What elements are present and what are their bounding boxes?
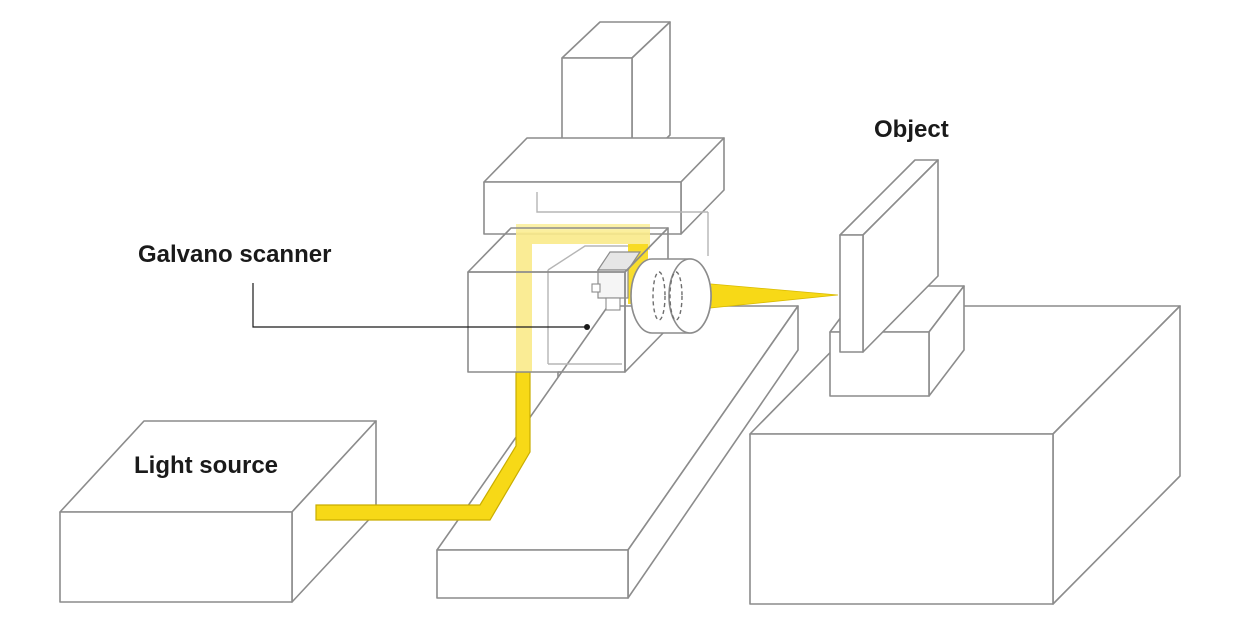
object-plate <box>839 159 939 353</box>
galvano-scanner-leader-line <box>252 283 585 328</box>
galvano-scanner-housing <box>467 192 709 373</box>
crossbar <box>483 137 725 235</box>
scanner-mirror-face <box>597 269 629 299</box>
light-source-box <box>59 420 377 603</box>
galvano-scanner-leader-dot <box>584 324 590 330</box>
base-rail <box>436 305 799 599</box>
light-source-label: Light source <box>134 452 278 479</box>
laser-beam-cone <box>699 282 839 310</box>
pedestal <box>749 305 1181 605</box>
galvano-scanner-label: Galvano scanner <box>138 241 331 268</box>
lens-cylinder <box>630 258 712 334</box>
object-label: Object <box>874 116 949 143</box>
